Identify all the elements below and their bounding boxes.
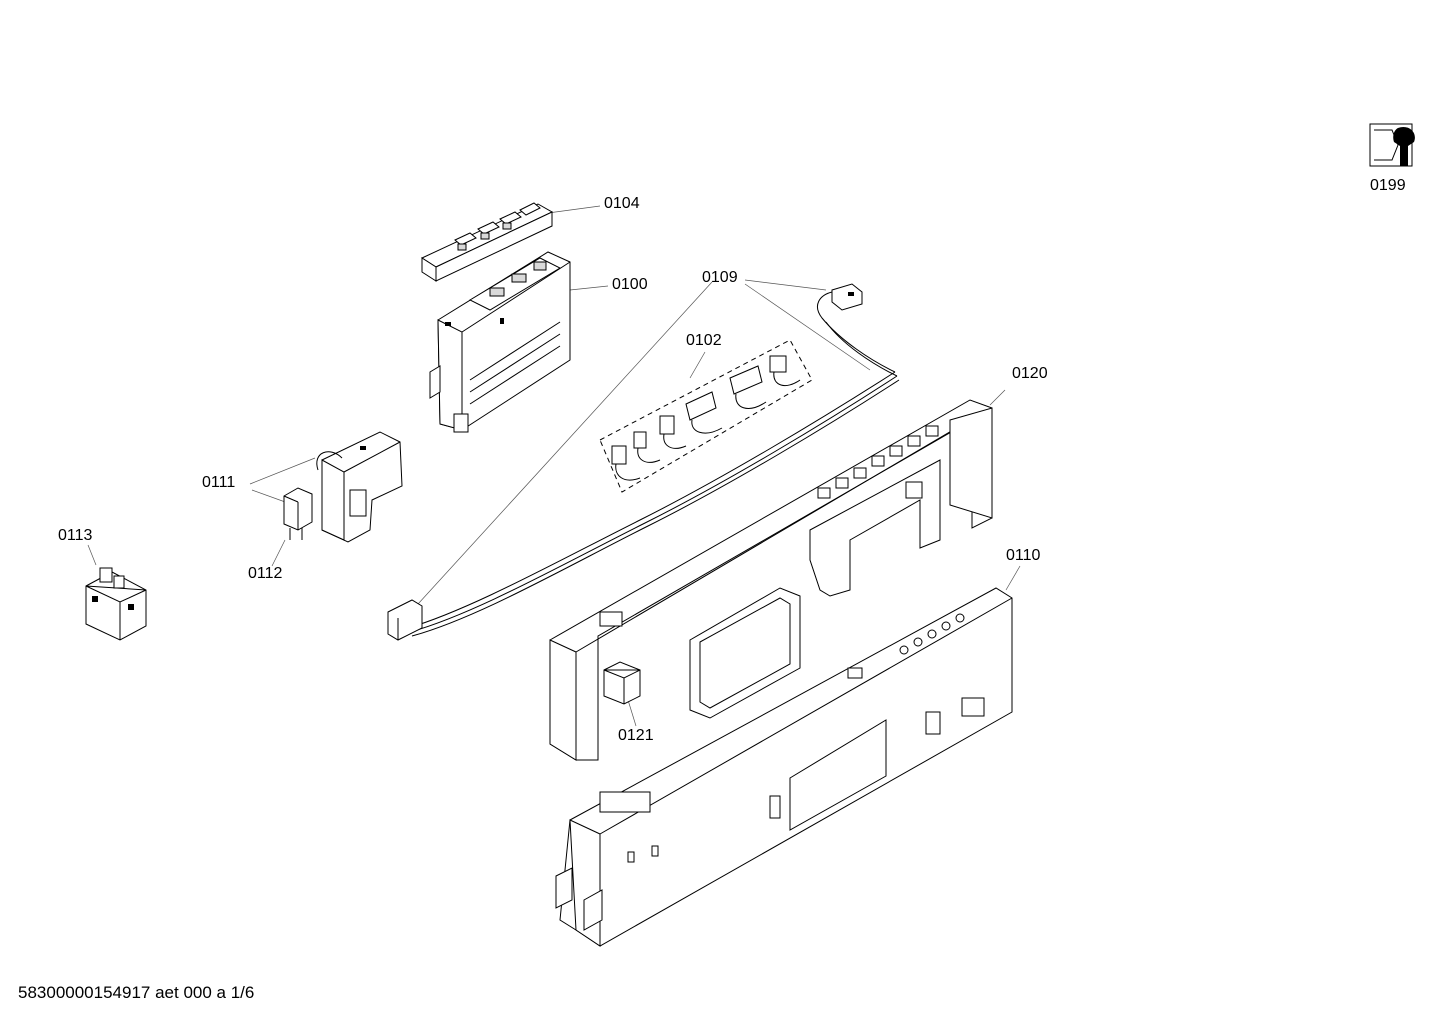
part-0111-door-switch	[316, 431, 403, 543]
label-0100: 0100	[612, 276, 648, 293]
part-0104-keypad-strip	[420, 202, 554, 282]
part-0110-rear-housing	[555, 587, 1013, 947]
label-0121: 0121	[618, 727, 654, 744]
document-footer: 58300000154917 aet 000 a 1/6	[18, 983, 255, 1002]
part-0121-block	[603, 661, 641, 705]
part-0112-relay	[283, 487, 313, 540]
part-0109-wire-harness	[387, 283, 900, 641]
label-0199: 0199	[1370, 177, 1406, 194]
part-0102-connector-group	[599, 339, 813, 493]
part-0113-relay-box	[85, 567, 147, 641]
label-0102: 0102	[686, 332, 722, 349]
label-0113: 0113	[58, 527, 93, 544]
part-0100-electronic-module	[429, 251, 571, 433]
label-0104: 0104	[604, 195, 640, 212]
label-0110: 0110	[1006, 547, 1041, 564]
label-0120: 0120	[1012, 365, 1048, 382]
wrench-icon	[1369, 123, 1415, 167]
label-0112: 0112	[248, 565, 283, 582]
label-0111: 0111	[202, 474, 236, 491]
label-0109: 0109	[702, 269, 738, 286]
part-0120-front-panel	[549, 399, 993, 761]
